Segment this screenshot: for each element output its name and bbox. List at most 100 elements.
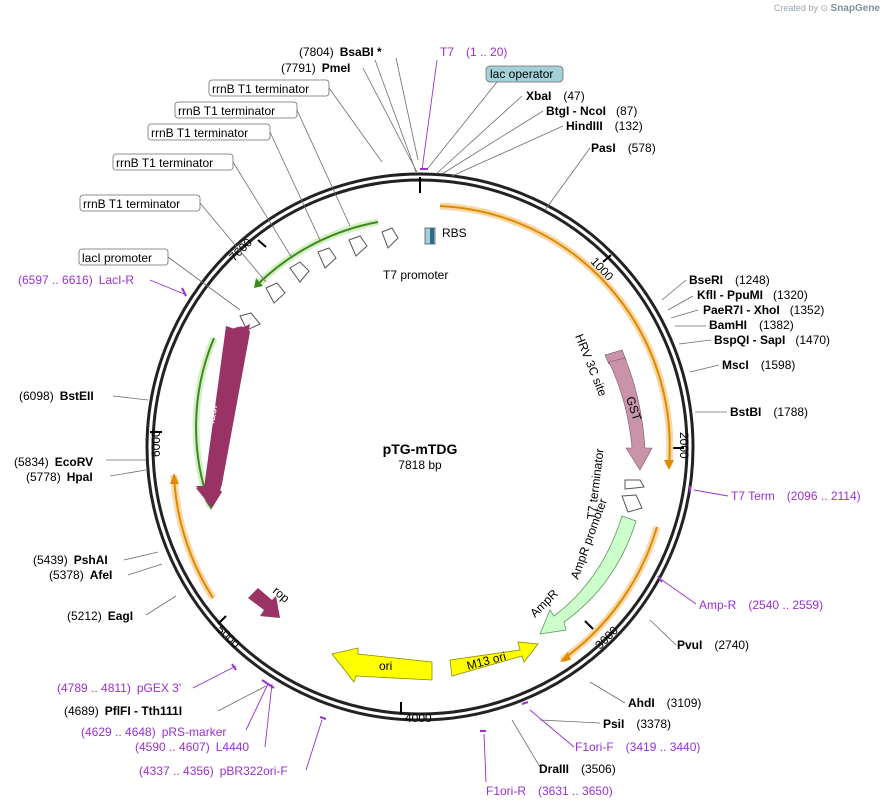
enzyme-bspqi-name: BspQI - SapI (714, 333, 785, 347)
primer-pgex3-name: pGEX 3' (137, 681, 181, 695)
orf-arrow-rop-head (170, 473, 179, 484)
feature-m13-arrow (449, 641, 539, 677)
enzyme-msci: MscI (1598) (722, 358, 795, 372)
feature-ori-arrow (331, 647, 433, 683)
orf-arrow-green-head (254, 278, 263, 288)
enzyme-ecorv: (5834)EcoRV (14, 455, 93, 469)
feature-ampr-arrow (539, 515, 637, 635)
primer-f1ori-f-name: F1ori-F (575, 740, 614, 754)
enzyme-bsabi-name: BsaBI * (340, 45, 382, 59)
enzyme-pvui-name: PvuI (677, 638, 702, 652)
enzyme-ahdi-pos: (3109) (667, 696, 702, 710)
enzyme-bamhi-name: BamHI (709, 318, 747, 332)
primer-prs-name: pRS-marker (162, 725, 227, 739)
enzyme-msci-name: MscI (722, 358, 749, 372)
feature-rop-arrow (248, 588, 280, 618)
primer-marks (181, 168, 691, 732)
plasmid-name: pTG-mTDG (383, 441, 458, 457)
enzyme-pvui: PvuI (2740) (677, 638, 749, 652)
t7-promoter-marker (430, 228, 434, 244)
primer-prs: (4629 .. 4648) pRS-marker (81, 725, 226, 739)
enzyme-paer7i-pos: (1352) (790, 303, 825, 317)
enzyme-msci-pos: (1598) (761, 358, 796, 372)
orf-arc-rop-line (173, 474, 214, 599)
enzyme-pasi-name: PasI (591, 141, 616, 155)
enzyme-bamhi-pos: (1382) (759, 318, 794, 332)
enzyme-kfli: KflI - PpuMI(1320) (697, 288, 808, 302)
callout-lines (106, 57, 727, 768)
enzyme-bstbi: BstBI(1788) (730, 405, 808, 419)
tick-5000: 5000 (214, 622, 243, 651)
feature-t7-promoter: T7 promoter (383, 268, 448, 282)
enzyme-draiii-name: DraIII (539, 762, 569, 776)
primer-l4440: (4590 .. 4607) L4440 (135, 740, 249, 754)
enzyme-hpai-pos: (5778) (26, 470, 61, 484)
enzyme-afei-pos: (5378) (49, 568, 84, 582)
enzyme-ahdi-name: AhdI (628, 696, 655, 710)
enzyme-bamhi: BamHI (1382) (709, 318, 794, 332)
primer-f1ori-f: F1ori-F(3419 .. 3440) (575, 740, 700, 754)
feature-laci-arrow-body (196, 326, 250, 508)
enzyme-hindiii-name: HindIII (566, 119, 603, 133)
laci-promoter-label: lacI promoter (82, 251, 152, 265)
rrnb-label-5: rrnB T1 terminator (83, 197, 180, 211)
enzyme-xbai-name: XbaI (526, 89, 551, 103)
orf-arrow-gst-head (664, 460, 674, 470)
enzyme-pmei-name: PmeI (322, 61, 351, 75)
enzyme-eagi-name: EagI (108, 609, 133, 623)
orf-arc-ampr-line (561, 526, 658, 661)
primer-amp-r-range: (2540 .. 2559) (748, 598, 823, 612)
tick-marks (150, 177, 684, 714)
enzyme-hindiii-pos: (132) (615, 119, 643, 133)
enzyme-pflfi: (4689) PflFI - Tth111I (64, 704, 182, 718)
enzyme-pmei-pos: (7791) (281, 61, 316, 75)
enzyme-kfli-pos: (1320) (773, 288, 808, 302)
primer-laci-r-name: LacI-R (99, 273, 135, 287)
terminator-arrows (239, 227, 645, 513)
enzyme-pflfi-name: PflFI - Tth111I (105, 704, 182, 718)
primer-l4440-name: L4440 (216, 740, 250, 754)
primer-pgex3-range: (4789 .. 4811) (57, 681, 131, 695)
enzyme-pshai: (5439)PshAI (33, 553, 108, 567)
enzyme-bstbi-pos: (1788) (773, 405, 808, 419)
tick-4000: 4000 (405, 711, 432, 725)
primer-pbr322-range: (4337 .. 4356) (139, 764, 214, 778)
enzyme-afei-name: AfeI (90, 568, 113, 582)
plasmid-length: 7818 bp (398, 458, 442, 472)
enzyme-bsabi-pos: (7804) (299, 45, 334, 59)
backbone-outer (145, 172, 695, 722)
enzyme-pshai-name: PshAI (74, 553, 108, 567)
enzyme-pasi: PasI(578) (591, 141, 656, 155)
enzyme-pvui-pos: (2740) (714, 638, 749, 652)
primer-pgex3: (4789 .. 4811) pGEX 3' (57, 681, 181, 695)
feature-laci-label: lacI (203, 404, 220, 425)
rrnb-label-4: rrnB T1 terminator (116, 156, 213, 170)
enzyme-psii: PsiI(3378) (603, 717, 671, 731)
primer-l4440-range: (4590 .. 4607) (135, 740, 210, 754)
enzyme-ecorv-pos: (5834) (14, 455, 49, 469)
feature-m13-label: M13 ori (465, 649, 507, 673)
primer-amp-r-name: Amp-R (699, 598, 737, 612)
enzyme-pmei: (7791) PmeI (281, 61, 350, 75)
rrnb-label-2: rrnB T1 terminator (178, 104, 275, 118)
primer-laci-r-range: (6597 .. 6616) (18, 273, 93, 287)
enzyme-pflfi-pos: (4689) (64, 704, 99, 718)
enzyme-afei: (5378) AfeI (49, 568, 112, 582)
primer-t7: T7(1 .. 20) (440, 45, 507, 59)
enzyme-ahdi: AhdI (3109) (628, 696, 701, 710)
enzyme-bsabi: (7804) BsaBI * (299, 45, 382, 59)
enzyme-draiii: DraIII(3506) (539, 762, 616, 776)
feature-hrv-label: HRV 3C site (572, 332, 610, 399)
feature-ori-label: ori (379, 659, 392, 673)
enzyme-hpai: (5778)HpaI (26, 470, 93, 484)
enzyme-bsteii: (6098)BstEII (19, 389, 94, 403)
enzyme-paer7i-name: PaeR7I - XhoI (703, 303, 780, 317)
orf-arc-gst-line (439, 205, 671, 467)
credit-prefix: Created by (773, 3, 818, 13)
enzyme-xbai: XbaI(47) (526, 89, 585, 103)
primer-prs-range: (4629 .. 4648) (81, 725, 156, 739)
enzyme-hindiii: HindIII (132) (566, 119, 643, 133)
tick-6000: 6000 (149, 430, 163, 457)
primer-f1ori-r: F1ori-R(3631 .. 3650) (486, 784, 613, 798)
